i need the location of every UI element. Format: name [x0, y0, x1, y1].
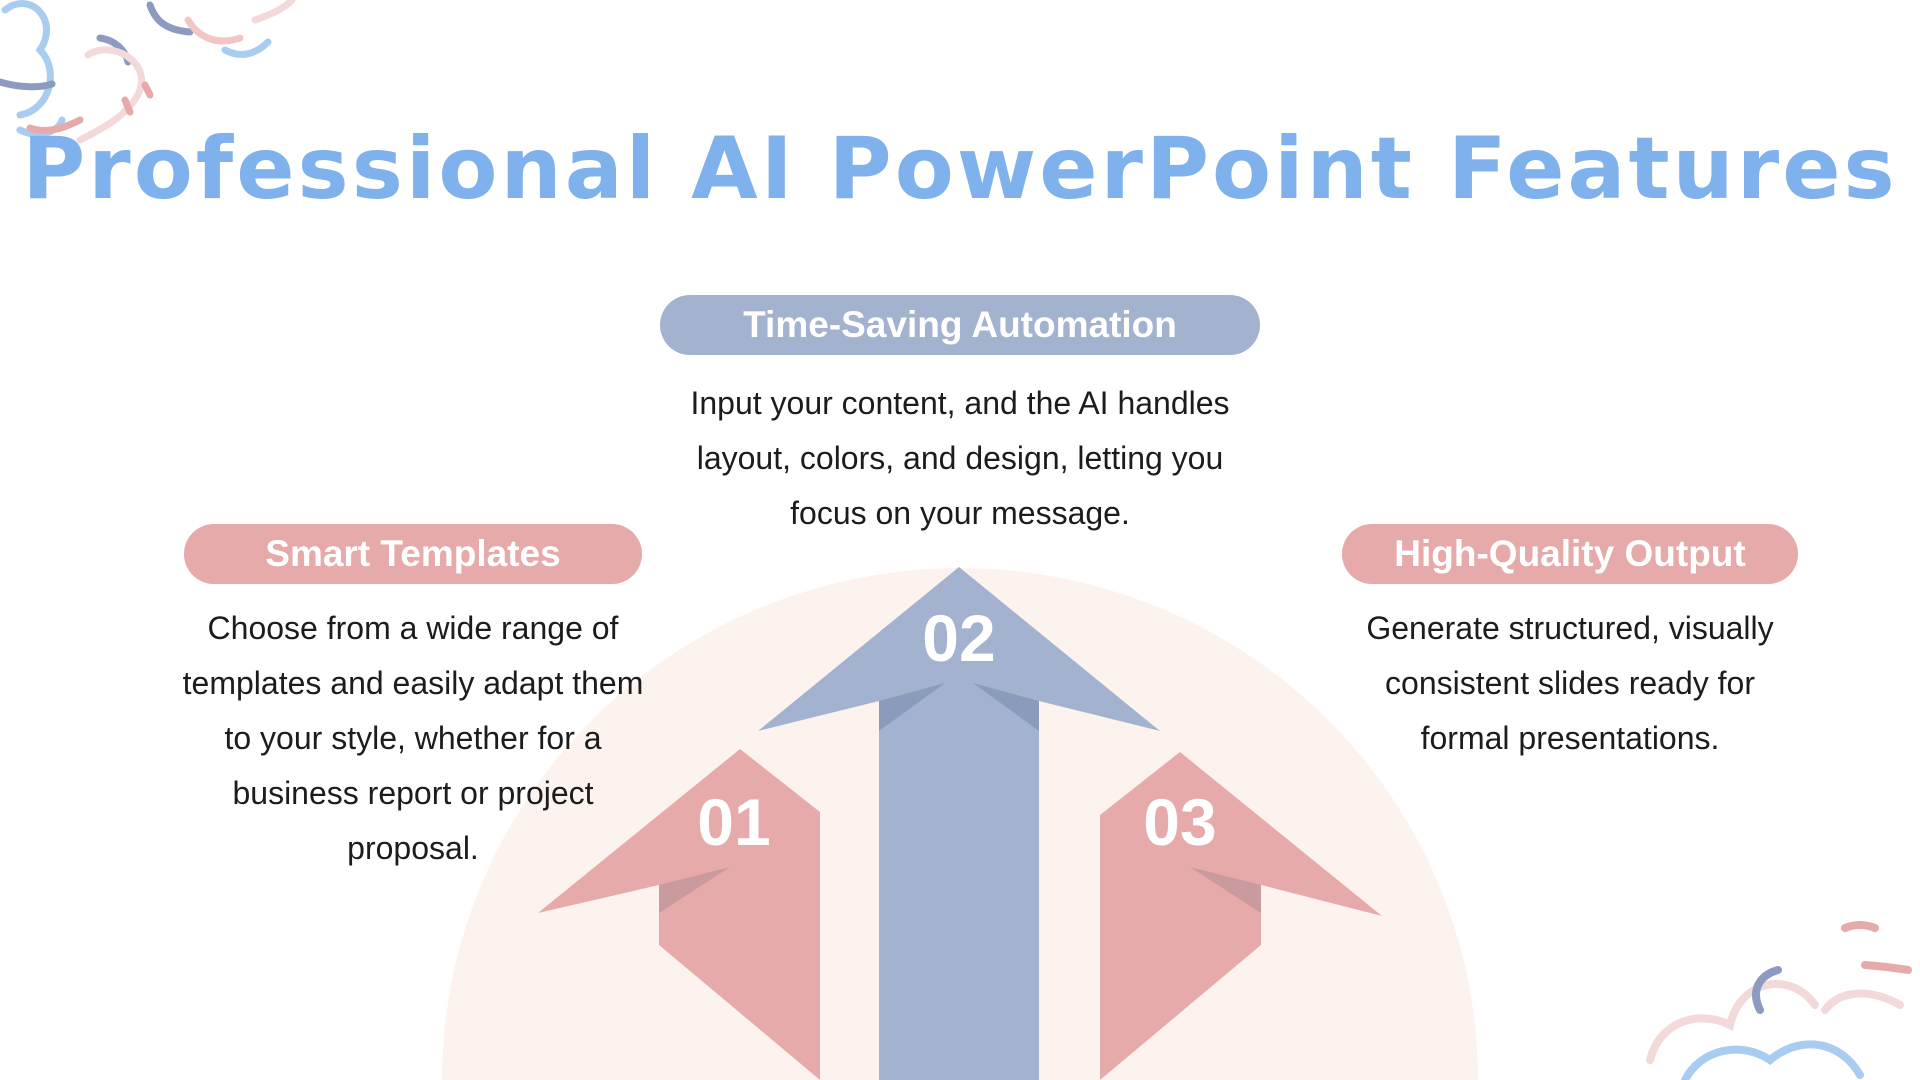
arrow-number-02: 02 [922, 601, 995, 675]
arrow-number-01: 01 [697, 785, 770, 859]
arrow-number-03: 03 [1143, 785, 1216, 859]
feature-02-heading: Time-Saving Automation [660, 295, 1260, 355]
decor-top-left [0, 0, 296, 144]
arrow-03-fold [1190, 867, 1261, 913]
feature-01-description: Choose from a wide range of templates an… [182, 610, 644, 866]
feature-02-description: Input your content, and the AI handles l… [690, 385, 1230, 531]
arrow-01-fold [659, 867, 730, 913]
arrow-01 [538, 749, 820, 1080]
feature-01-heading: Smart Templates [184, 524, 642, 584]
feature-03-heading: High-Quality Output [1342, 524, 1798, 584]
arrow-02-fold-right [973, 683, 1039, 731]
decor-bottom-right [1646, 921, 1912, 1080]
arrow-03 [1100, 752, 1382, 1080]
arrow-02-fold-left [879, 683, 945, 731]
arrow-02 [758, 567, 1160, 1080]
page-title: Professional AI PowerPoint Features [22, 119, 1898, 219]
feature-03-description: Generate structured, visually consistent… [1366, 610, 1774, 756]
